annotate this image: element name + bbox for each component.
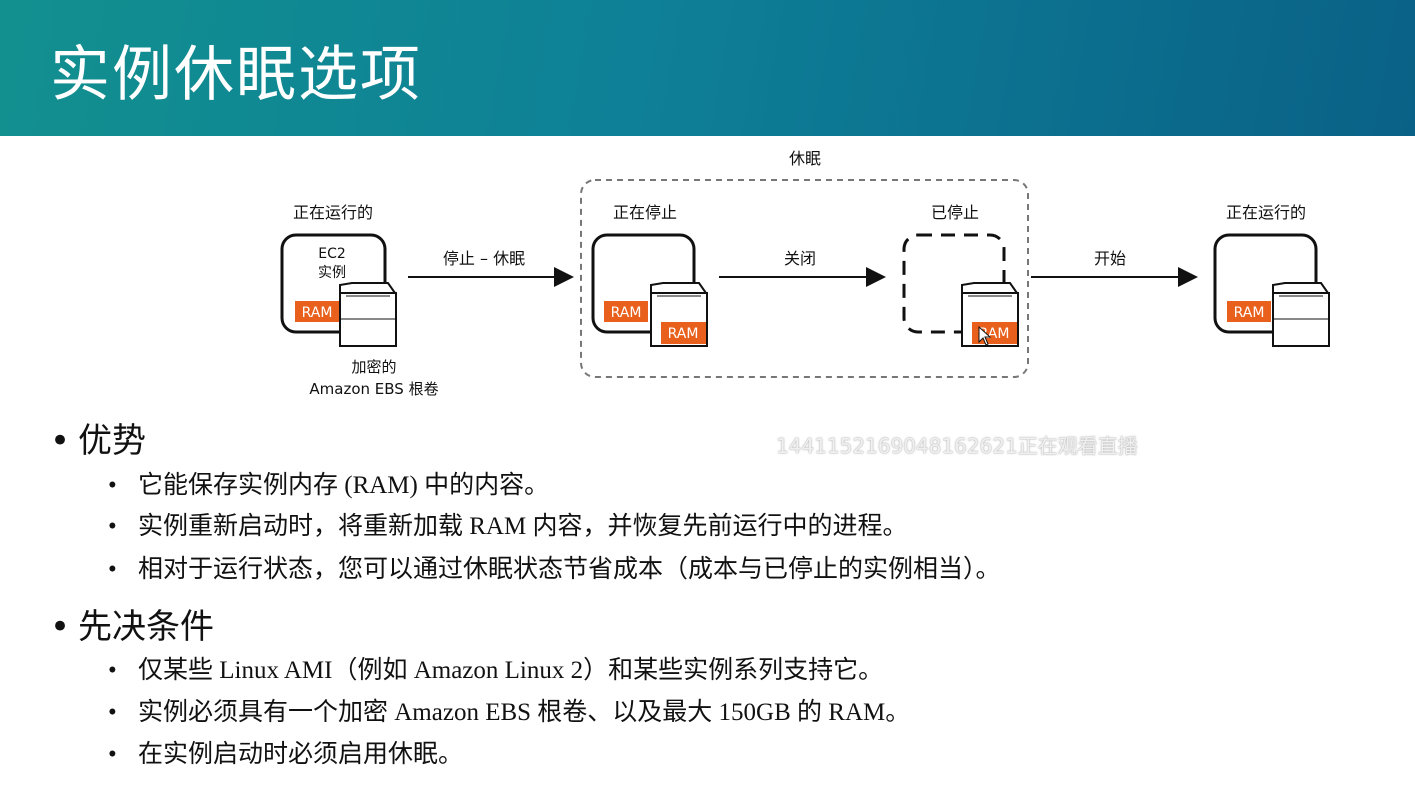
transition-label-stop-hibernate: 停止 – 休眠 xyxy=(443,249,525,268)
state-label-stopped: 已停止 xyxy=(931,203,979,222)
hibernate-group-label: 休眠 xyxy=(789,149,821,168)
ebs-label-encrypted: 加密的 xyxy=(351,358,396,376)
bullet-item: •它能保存实例内存 (RAM) 中的内容。 xyxy=(108,472,550,499)
ram-chip xyxy=(604,301,648,322)
bullet-dot: • xyxy=(50,607,71,647)
instance-running-right: RAM xyxy=(1213,233,1330,347)
ebs-volume-icon: RAM xyxy=(650,282,708,347)
hibernate-group-box xyxy=(580,179,1029,378)
instance-running-left: EC2 实例 RAM xyxy=(280,233,397,347)
section-heading-benefits: •优势 xyxy=(50,421,146,461)
transition-label-shutdown: 关闭 xyxy=(784,249,816,268)
mouse-cursor-icon xyxy=(978,325,992,346)
instance-label-instance: 实例 xyxy=(318,265,346,281)
hibernation-diagram: 休眠 正在运行的 EC2 实例 RAM 加密的 Amazon EBS 根卷 停止… xyxy=(280,149,1330,398)
ram-chip xyxy=(295,301,339,322)
ram-chip-label: RAM xyxy=(1234,305,1265,321)
bullet-dot: • xyxy=(50,421,71,461)
instance-label-ec2: EC2 xyxy=(318,246,346,262)
ram-on-volume xyxy=(661,322,706,344)
ebs-volume-icon xyxy=(339,282,397,347)
bullet-dot: • xyxy=(108,741,117,768)
ebs-label-volume: Amazon EBS 根卷 xyxy=(309,380,438,398)
ram-chip-label: RAM xyxy=(302,305,333,321)
state-label-running-left: 正在运行的 xyxy=(293,203,373,222)
ram-on-volume-label: RAM xyxy=(668,326,699,342)
ram-chip xyxy=(1227,301,1271,322)
bullet-dot: • xyxy=(108,556,117,583)
instance-stopped: RAM xyxy=(902,233,1019,347)
bullet-dot: • xyxy=(108,657,117,684)
bullet-item: •实例重新启动时，将重新加载 RAM 内容，并恢复先前运行中的进程。 xyxy=(108,513,908,540)
bullet-dot: • xyxy=(108,513,117,540)
section-heading-prerequisites: •先决条件 xyxy=(50,607,214,647)
bullet-item: •实例必须具有一个加密 Amazon EBS 根卷、以及最大 150GB 的 R… xyxy=(108,699,911,726)
state-label-running-right: 正在运行的 xyxy=(1226,203,1306,222)
ram-on-volume-label: RAM xyxy=(979,326,1010,342)
bullet-item: •在实例启动时必须启用休眠。 xyxy=(108,741,464,768)
transition-label-start: 开始 xyxy=(1094,249,1126,268)
ram-chip-label: RAM xyxy=(611,305,642,321)
title-banner: 实例休眠选项 xyxy=(0,0,1415,136)
bullet-item: •相对于运行状态，您可以通过休眠状态节省成本（成本与已停止的实例相当）。 xyxy=(108,556,1001,583)
slide-title: 实例休眠选项 xyxy=(50,40,422,110)
bullet-dot: • xyxy=(108,472,117,499)
bullet-item: •仅某些 Linux AMI（例如 Amazon Linux 2）和某些实例系列… xyxy=(108,657,884,684)
live-viewer-watermark: 1441152169048162621正在观看直播 xyxy=(776,434,1138,458)
ebs-volume-icon xyxy=(1272,282,1330,347)
bullet-dot: • xyxy=(108,699,117,726)
instance-stopping: RAM RAM xyxy=(591,233,708,347)
state-label-stopping: 正在停止 xyxy=(613,203,677,222)
